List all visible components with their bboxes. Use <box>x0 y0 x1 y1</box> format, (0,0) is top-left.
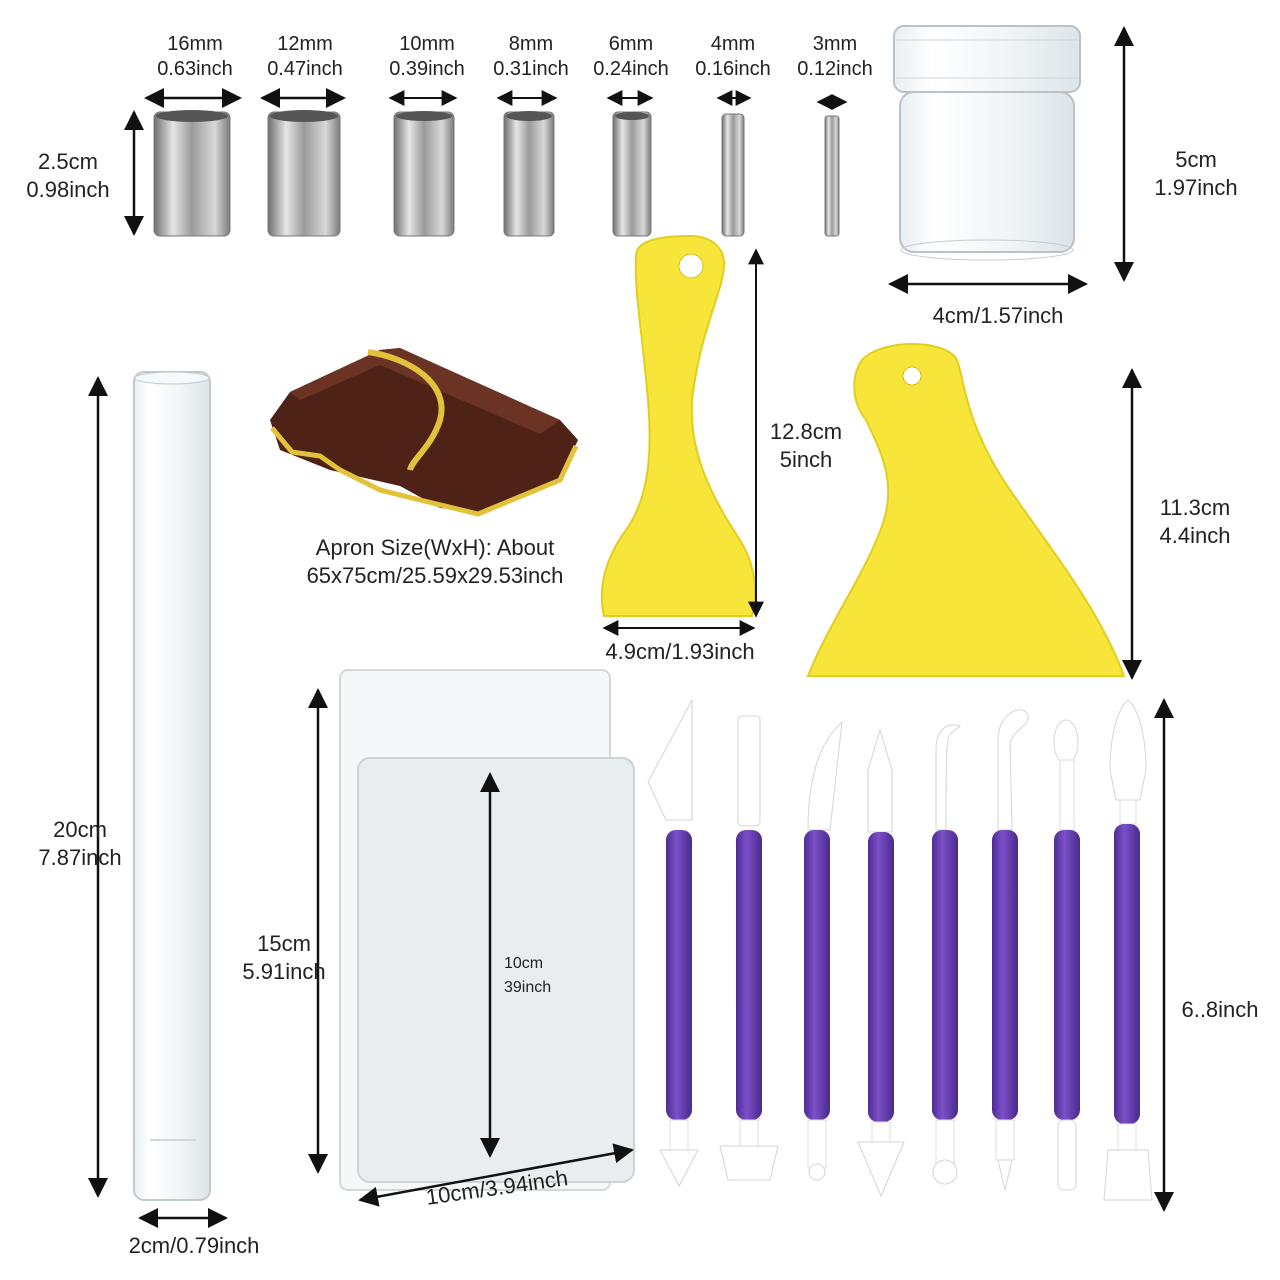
modeling-tool-5 <box>932 724 962 1185</box>
modeling-tool-7 <box>1053 719 1080 1191</box>
tools-length-label: 6..8inch <box>1181 997 1259 1022</box>
cutter-3mm <box>824 115 840 237</box>
cutter-6mm <box>612 111 652 237</box>
handle-scraper-width-label: 4.9cm/1.93inch <box>605 639 755 664</box>
rolling-pin-width-label: 2cm/0.79inch <box>128 1233 260 1258</box>
handle-scraper <box>600 234 757 617</box>
modeling-tool-6 <box>992 709 1029 1191</box>
folded-apron <box>270 348 579 517</box>
rolling-pin <box>133 371 211 1201</box>
modeling-tool-4 <box>857 728 905 1198</box>
modeling-tool-3 <box>804 720 843 1181</box>
cutter-12mm <box>267 110 341 237</box>
modeling-tool-8 <box>1103 699 1153 1201</box>
cutter-16mm <box>153 110 231 237</box>
triangle-scraper <box>806 342 1126 677</box>
jar-width-label: 4cm/1.57inch <box>932 303 1064 328</box>
modeling-tool-1 <box>647 699 699 1188</box>
modeling-tool-2 <box>719 715 779 1181</box>
acrylic-sheets <box>339 669 635 1191</box>
plastic-jar <box>893 25 1081 261</box>
cutter-8mm <box>503 111 555 237</box>
cutter-10mm <box>393 111 455 237</box>
cutter-4mm <box>721 113 745 237</box>
